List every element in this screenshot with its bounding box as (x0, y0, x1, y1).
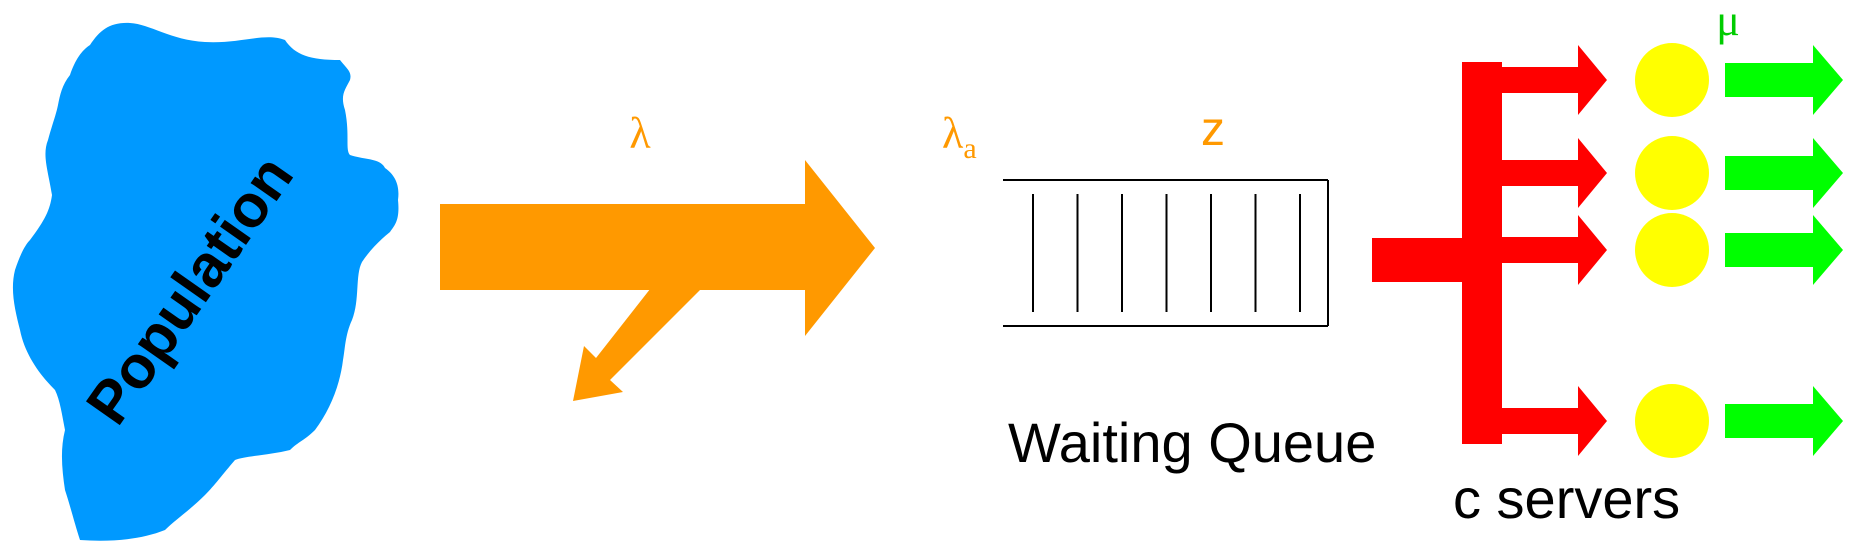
arrival-rate-label: λ (629, 109, 651, 158)
server-circle (1635, 43, 1709, 117)
dispatcher (1372, 45, 1607, 456)
servers (1635, 43, 1709, 458)
departure-arrow (1725, 386, 1843, 456)
effective-arrival-rate-subscript: a (963, 132, 976, 165)
server-circle (1635, 384, 1709, 458)
servers-caption: c servers (1453, 467, 1680, 530)
effective-arrival-rate-symbol: λ (942, 109, 964, 158)
dispatch-arrow (1490, 138, 1607, 208)
dispatch-arrow (1490, 386, 1607, 456)
server-circle (1635, 136, 1709, 210)
waiting-queue (1003, 179, 1329, 327)
population-blob (12, 22, 399, 541)
queue-capacity-label: z (1201, 103, 1225, 156)
waiting-queue-caption: Waiting Queue (1008, 411, 1376, 474)
dispatcher-feed (1372, 238, 1467, 282)
dispatch-arrow (1490, 45, 1607, 115)
departures (1725, 45, 1843, 456)
server-circle (1635, 213, 1709, 287)
departure-arrow (1725, 138, 1843, 208)
departure-arrow (1725, 215, 1843, 285)
effective-arrival-rate-label: λa (942, 109, 977, 165)
service-rate-label: μ (1716, 0, 1740, 45)
dispatch-arrow (1490, 215, 1607, 285)
departure-arrow (1725, 45, 1843, 115)
queue-slots (1032, 194, 1301, 312)
balking-arrow (573, 270, 720, 401)
arrival-arrow (440, 160, 875, 336)
dispatch-arrows (1490, 45, 1607, 456)
